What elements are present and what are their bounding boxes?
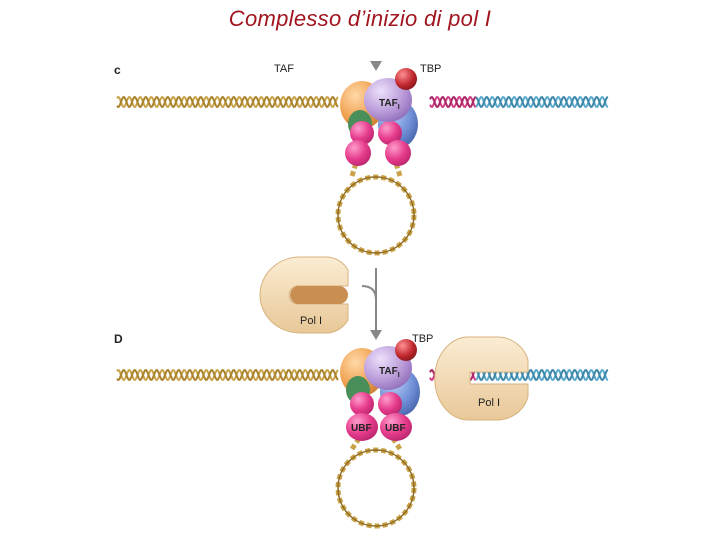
panel-c: c TAF TBP xyxy=(114,61,609,256)
bound-pol-i-label: Pol I xyxy=(478,397,500,409)
free-pol-i-label: Pol I xyxy=(300,315,322,327)
taf-label: TAF xyxy=(274,63,294,75)
ubf-dimer-c xyxy=(345,121,411,166)
tbp-protein-d xyxy=(395,339,417,361)
tbp-protein-c xyxy=(395,68,417,90)
panel-d-letter: D xyxy=(114,332,123,346)
taf1-label-c: TAFI xyxy=(379,98,400,111)
taf1-label-d: TAFI xyxy=(379,366,400,379)
ubf-label-right: UBF xyxy=(385,423,406,434)
bound-pol-i: Pol I xyxy=(434,336,529,421)
curved-arrow-icon xyxy=(361,268,382,340)
panel-c-letter: c xyxy=(114,63,121,77)
tbp-label-d: TBP xyxy=(412,333,433,345)
dna-loop-d xyxy=(335,435,417,529)
ubf-label-left: UBF xyxy=(351,423,372,434)
ubf-dimer-d xyxy=(346,392,412,441)
tbp-label-c: TBP xyxy=(420,63,441,75)
taf1-protein-c xyxy=(364,78,412,122)
dna-loop-c xyxy=(335,149,417,256)
dna-helix-c xyxy=(116,95,609,109)
free-pol-i: Pol I xyxy=(259,256,349,334)
down-arrow-icon xyxy=(370,61,382,71)
panel-d: D TBP Pol I xyxy=(114,332,609,529)
slide-title: Complesso d’inizio di pol I xyxy=(228,6,492,31)
